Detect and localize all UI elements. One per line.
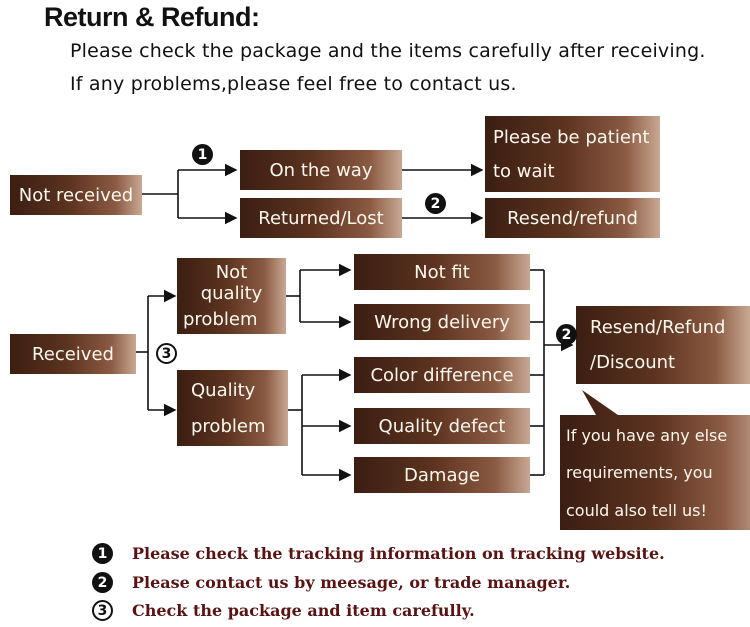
quality-line-1: Quality (191, 379, 256, 401)
resend-discount-line-2: /Discount (590, 352, 676, 373)
note-1-badge: 1 (92, 543, 113, 564)
box-not-received: Not received (10, 175, 142, 215)
box-on-the-way: On the way (240, 150, 402, 190)
note-3-badge: 3 (92, 600, 113, 621)
callout-line-2: requirements, you (566, 463, 713, 483)
intro-line-1: Please check the package and the items c… (70, 40, 706, 62)
note-3-text: Check the package and item carefully. (132, 601, 475, 620)
box-damage: Damage (354, 457, 530, 493)
quality-line-2: problem (191, 415, 266, 437)
box-not-fit: Not fit (354, 254, 530, 290)
callout-line-1: If you have any else (566, 426, 728, 446)
box-quality-problem: Quality problem (177, 370, 288, 446)
step-badge-3: 3 (156, 343, 177, 364)
page-title: Return & Refund: (44, 2, 260, 32)
box-wrong-delivery: Wrong delivery (354, 304, 530, 340)
note-1-text: Please check the tracking information on… (132, 544, 665, 563)
be-patient-line-2: to wait (493, 160, 555, 182)
not-quality-line-1: Not quality (200, 262, 263, 305)
note-2-text: Please contact us by meesage, or trade m… (132, 573, 571, 592)
note-3: 3 Check the package and item carefully. (92, 600, 475, 621)
step-badge-1: 1 (192, 144, 213, 165)
box-not-quality-problem: Not quality problem (177, 258, 286, 334)
note-1: 1 Please check the tracking information … (92, 543, 665, 564)
box-returned-lost: Returned/Lost (240, 198, 402, 238)
box-resend-refund-discount: Resend/Refund /Discount (576, 306, 750, 384)
box-color-difference: Color difference (354, 357, 530, 393)
callout-line-3: could also tell us! (566, 500, 707, 520)
note-2: 2 Please contact us by meesage, or trade… (92, 572, 570, 593)
resend-discount-line-1: Resend/Refund (590, 317, 726, 338)
not-quality-line-2: problem (183, 308, 258, 330)
box-resend-refund: Resend/refund (485, 198, 660, 238)
note-2-badge: 2 (92, 572, 113, 593)
be-patient-line-1: Please be patient (493, 126, 650, 148)
step-badge-2-top: 2 (425, 193, 446, 214)
box-be-patient: Please be patient to wait (485, 116, 660, 192)
box-quality-defect: Quality defect (354, 408, 530, 444)
callout-text: If you have any else requirements, you c… (566, 417, 750, 529)
intro-line-2: If any problems,please feel free to cont… (70, 73, 517, 95)
step-badge-2-right: 2 (556, 324, 577, 345)
box-received: Received (10, 334, 136, 374)
